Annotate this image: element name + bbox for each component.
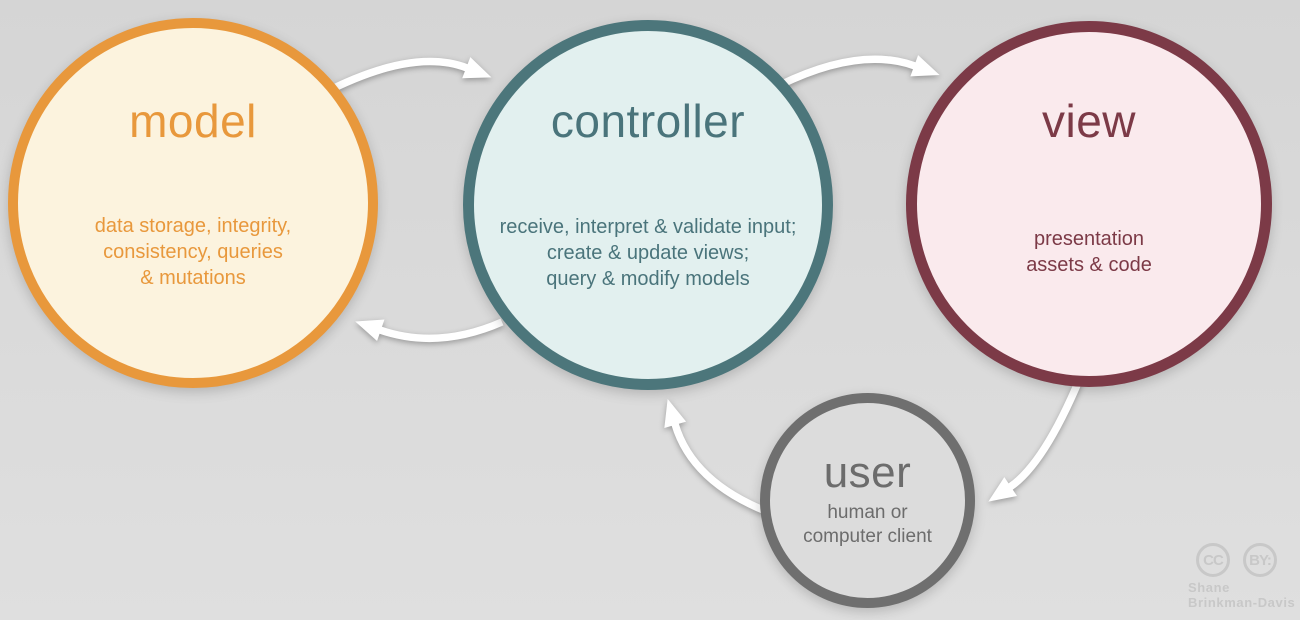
user-description: human or computer client (803, 501, 932, 547)
edge-controller-to-model (355, 318, 504, 343)
edge-controller-to-view (778, 55, 940, 89)
cc-by-icon: BY: (1243, 543, 1277, 577)
edge-model-to-controller (328, 57, 492, 94)
model-title: model (129, 94, 257, 147)
node-controller: controller receive, interpret & validate… (463, 20, 833, 390)
view-description: presentation assets & code (1026, 228, 1152, 277)
controller-description: receive, interpret & validate input; cre… (499, 216, 797, 291)
license-icons: CC BY: (1196, 543, 1295, 577)
license-attribution: CC BY: Shane Brinkman-Davis (1188, 543, 1295, 610)
user-title: user (823, 448, 912, 498)
controller-title: controller (550, 95, 746, 148)
view-title: view (1041, 95, 1137, 148)
author-name: Shane Brinkman-Davis (1188, 580, 1296, 610)
node-model: model data storage, integrity, consisten… (8, 18, 378, 388)
edge-view-to-user (988, 376, 1084, 502)
edge-user-to-controller (664, 398, 770, 516)
cc-icon: CC (1196, 543, 1230, 577)
node-user: user human or computer client (760, 393, 975, 608)
model-description: data storage, integrity, consistency, qu… (94, 215, 292, 289)
node-view: view presentation assets & code (906, 21, 1272, 387)
